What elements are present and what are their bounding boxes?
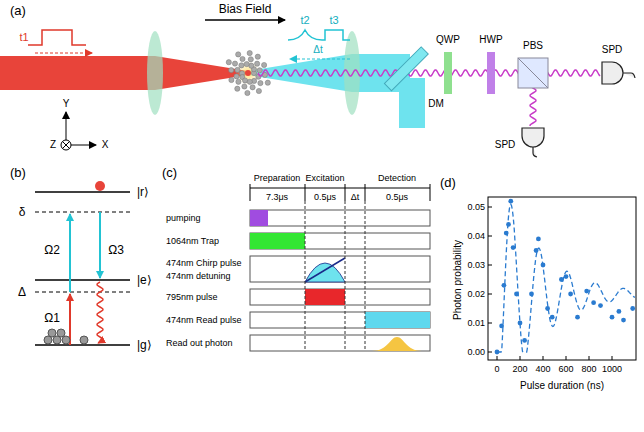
pulse-arrow: [290, 59, 350, 60]
state-label: |e⟩: [137, 274, 152, 286]
plot-frame: [488, 197, 636, 360]
laser-arrow: [99, 212, 101, 278]
duration-label: 0.5μs: [386, 193, 408, 202]
optic-label: PBS: [523, 41, 543, 51]
rydberg-atom: [95, 181, 105, 191]
duration-label: Δt: [351, 193, 360, 202]
detuning-label: Δ: [18, 286, 26, 298]
pulse-time: t3: [329, 15, 338, 26]
phase-label: Detection: [378, 174, 416, 183]
panel-letter: (d): [440, 176, 456, 189]
tick-label: 200: [512, 365, 527, 374]
pulse-arrow: [35, 53, 92, 54]
axis-label: X: [102, 140, 109, 150]
read-bar: [365, 312, 430, 328]
polarizing-beam-splitter: [518, 58, 548, 88]
timing-rows: [250, 210, 430, 351]
rabi-label: Ω1: [44, 312, 60, 324]
time-markers: [305, 201, 365, 351]
tick-label: 0.01: [467, 319, 485, 328]
row-label: 1064nm Trap: [166, 237, 219, 246]
axis-label: Z: [50, 140, 56, 150]
pumping-bar: [250, 210, 268, 226]
phase-label: Preparation: [254, 174, 301, 183]
row-label: 795nm pulse: [166, 293, 218, 302]
optic-label: HWP: [479, 35, 502, 45]
photon-path: [258, 70, 600, 76]
phase-label: Excitation: [305, 174, 344, 183]
trap-bar: [250, 233, 305, 249]
axis-arrow: [66, 112, 67, 140]
tick-label: 600: [558, 365, 573, 374]
detuned-levels: [35, 212, 130, 292]
row-label: 474nm Chirp pulse: [166, 259, 242, 268]
red-beam: [0, 56, 248, 90]
row-label: 474nm Read pulse: [166, 316, 242, 325]
rabi-label: Ω2: [44, 244, 60, 256]
panel-letter: (b): [10, 166, 26, 179]
duration-label: 0.5μs: [314, 193, 336, 202]
rabi-label: Ω3: [108, 244, 124, 256]
duration-label: 7.3μs: [266, 193, 288, 202]
photon-detector: [602, 62, 635, 84]
panel-letter: (c): [162, 166, 177, 179]
axis-title: Photon probability: [453, 240, 463, 320]
timing-bracket: [250, 184, 430, 201]
tick-label: 0.03: [467, 261, 485, 270]
cyan-beam-down: [399, 78, 425, 128]
ground-atoms: [44, 329, 88, 344]
delay-label: Δt: [313, 45, 322, 55]
optic-label: DM: [428, 99, 444, 109]
dichroic-mirror: [384, 47, 428, 91]
emission-arrow: [97, 282, 103, 343]
axis-arrow: [71, 145, 96, 146]
detector-label: SPD: [495, 140, 516, 150]
into-page-symbol: [61, 140, 71, 150]
lens: [147, 31, 163, 115]
pulse-time: t2: [300, 15, 309, 26]
pulse-symbol: [288, 30, 350, 40]
fit-curve: [497, 204, 635, 352]
detuning-ramp: [305, 258, 345, 282]
pulse-time: t1: [19, 32, 28, 43]
tick-label: 800: [581, 365, 596, 374]
field-label: Bias Field: [219, 3, 272, 15]
state-label: |g⟩: [137, 339, 152, 351]
detuning-label: δ: [19, 206, 26, 218]
half-wave-plate: [487, 52, 495, 94]
panel-letter: (a): [10, 4, 26, 17]
detector-label: SPD: [602, 45, 623, 55]
row-label: Read out photon: [166, 339, 233, 348]
laser-arrow: [69, 214, 71, 292]
row-label: 474nm detuning: [166, 272, 231, 281]
optic-label: QWP: [436, 35, 460, 45]
tick-label: 0.04: [467, 232, 485, 241]
field-arrow: [205, 19, 285, 20]
tick-label: 0.02: [467, 290, 485, 299]
photon-pulse: [372, 337, 422, 351]
tick-label: 0.05: [467, 203, 485, 212]
pulse-symbol: [28, 30, 86, 45]
row-label: pumping: [166, 214, 201, 223]
energy-levels: [35, 192, 130, 345]
photon-detector: [522, 128, 544, 157]
quarter-wave-plate: [444, 52, 452, 94]
probe-bar: [305, 289, 345, 305]
state-label: |r⟩: [137, 186, 149, 198]
data-points: [495, 199, 635, 355]
tick-label: 400: [535, 365, 550, 374]
tick-label: 0.00: [467, 348, 485, 357]
axis-label: Y: [63, 99, 70, 109]
pbs-diagonal: [518, 58, 548, 88]
tick-label: 1000: [602, 365, 622, 374]
tick-label: 0: [494, 365, 499, 374]
axis-title: Pulse duration (ns): [520, 381, 604, 391]
